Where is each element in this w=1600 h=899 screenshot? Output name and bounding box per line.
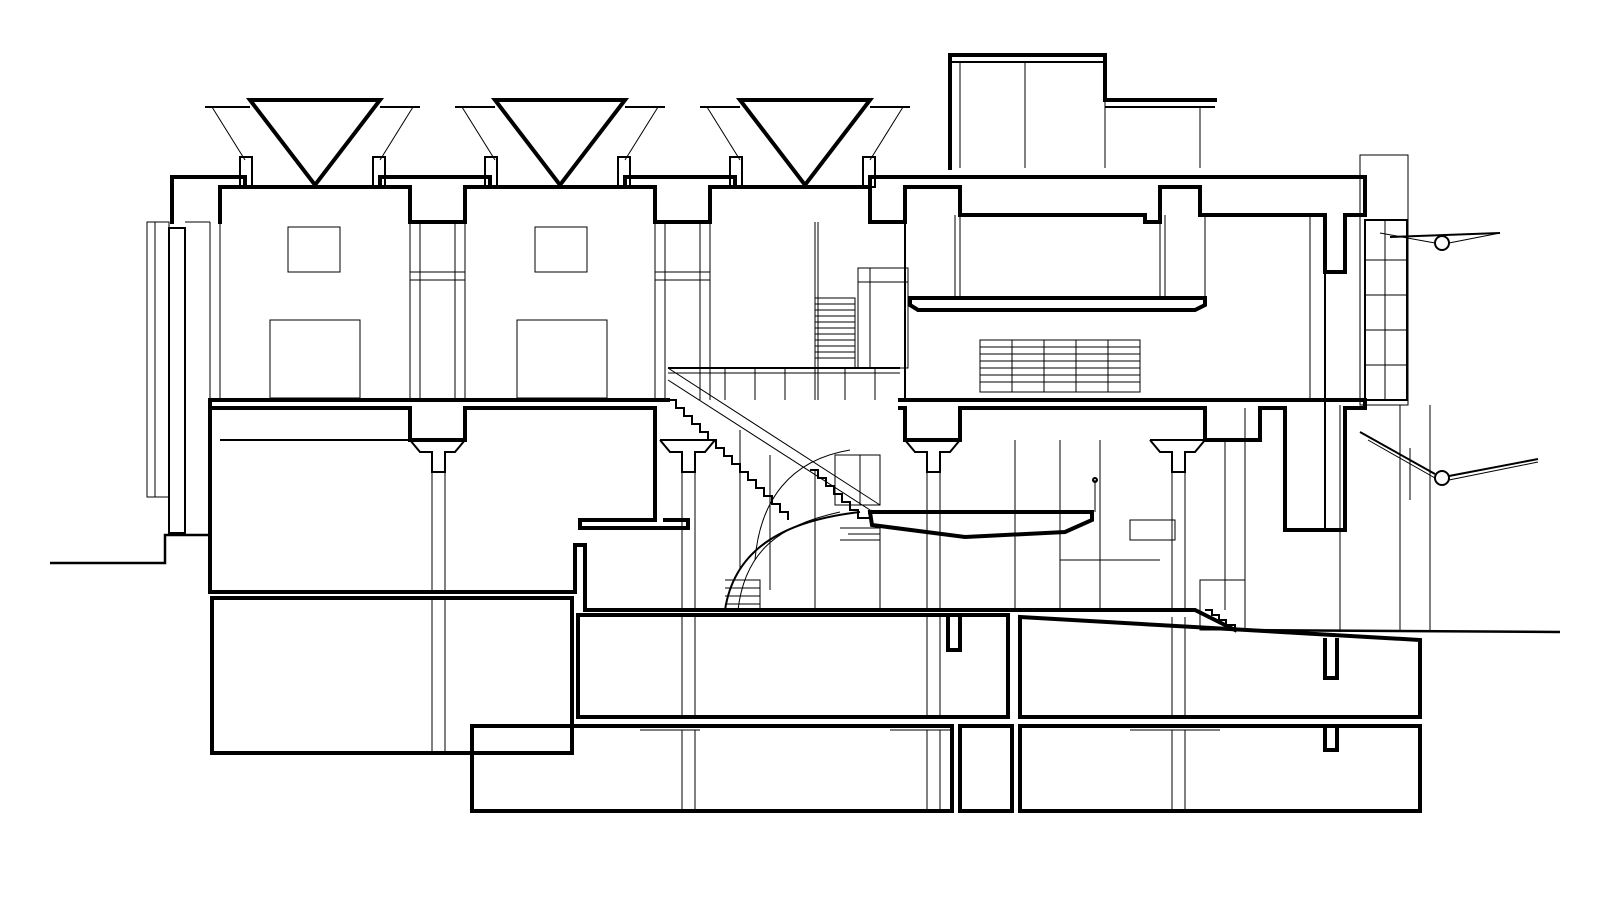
gallery-panel-3 [534,226,588,273]
mezzanine-slab [908,296,1207,312]
ground-lines [50,533,1561,634]
basement-2-center [958,724,1014,813]
ground-line-right [1234,628,1561,634]
basement-1-center [576,613,1010,719]
gallery-panel-2 [269,319,361,399]
ground-floor-right [1014,408,1246,631]
skylight-3 [700,98,910,189]
sun-shade-upper [1379,232,1501,251]
roof-slab [170,175,1367,400]
balcony-railing [668,367,900,400]
display-shelving [979,339,1141,393]
main-stair [667,367,881,611]
left-facade-column [168,227,186,534]
upper-stair [814,297,856,369]
ground-line-left [50,533,210,565]
basement-1-right [1018,614,1422,719]
gallery-panel-1 [287,226,341,273]
sun-shades [1359,232,1539,500]
basement-2-right [1018,724,1422,813]
upper-stair-rail-box [857,267,909,369]
spiral-stair-curve [724,511,861,611]
basement-1-left [210,596,574,755]
sun-shade-lower [1359,431,1539,500]
basement-2-left [470,724,954,813]
roof-skylights [205,98,910,189]
lobby-floating-slab [867,477,1098,540]
column-2 [659,439,718,608]
left-facade-panel [146,221,170,498]
column-4 [1149,439,1208,608]
left-facade [146,221,210,534]
right-tower-frame [1359,154,1409,406]
basement-level-1 [210,596,1422,755]
basement-level-2 [470,724,1422,813]
upper-floor [209,215,1311,400]
ground-floor-columns [409,439,1208,608]
right-glazing [1364,219,1408,401]
gallery-panel-4 [516,319,608,399]
skylight-1 [205,98,420,189]
right-facade [1324,154,1431,632]
skylight-2 [455,98,665,189]
roof-penthouse [948,53,1217,170]
column-3 [904,439,963,608]
column-1 [409,439,468,592]
